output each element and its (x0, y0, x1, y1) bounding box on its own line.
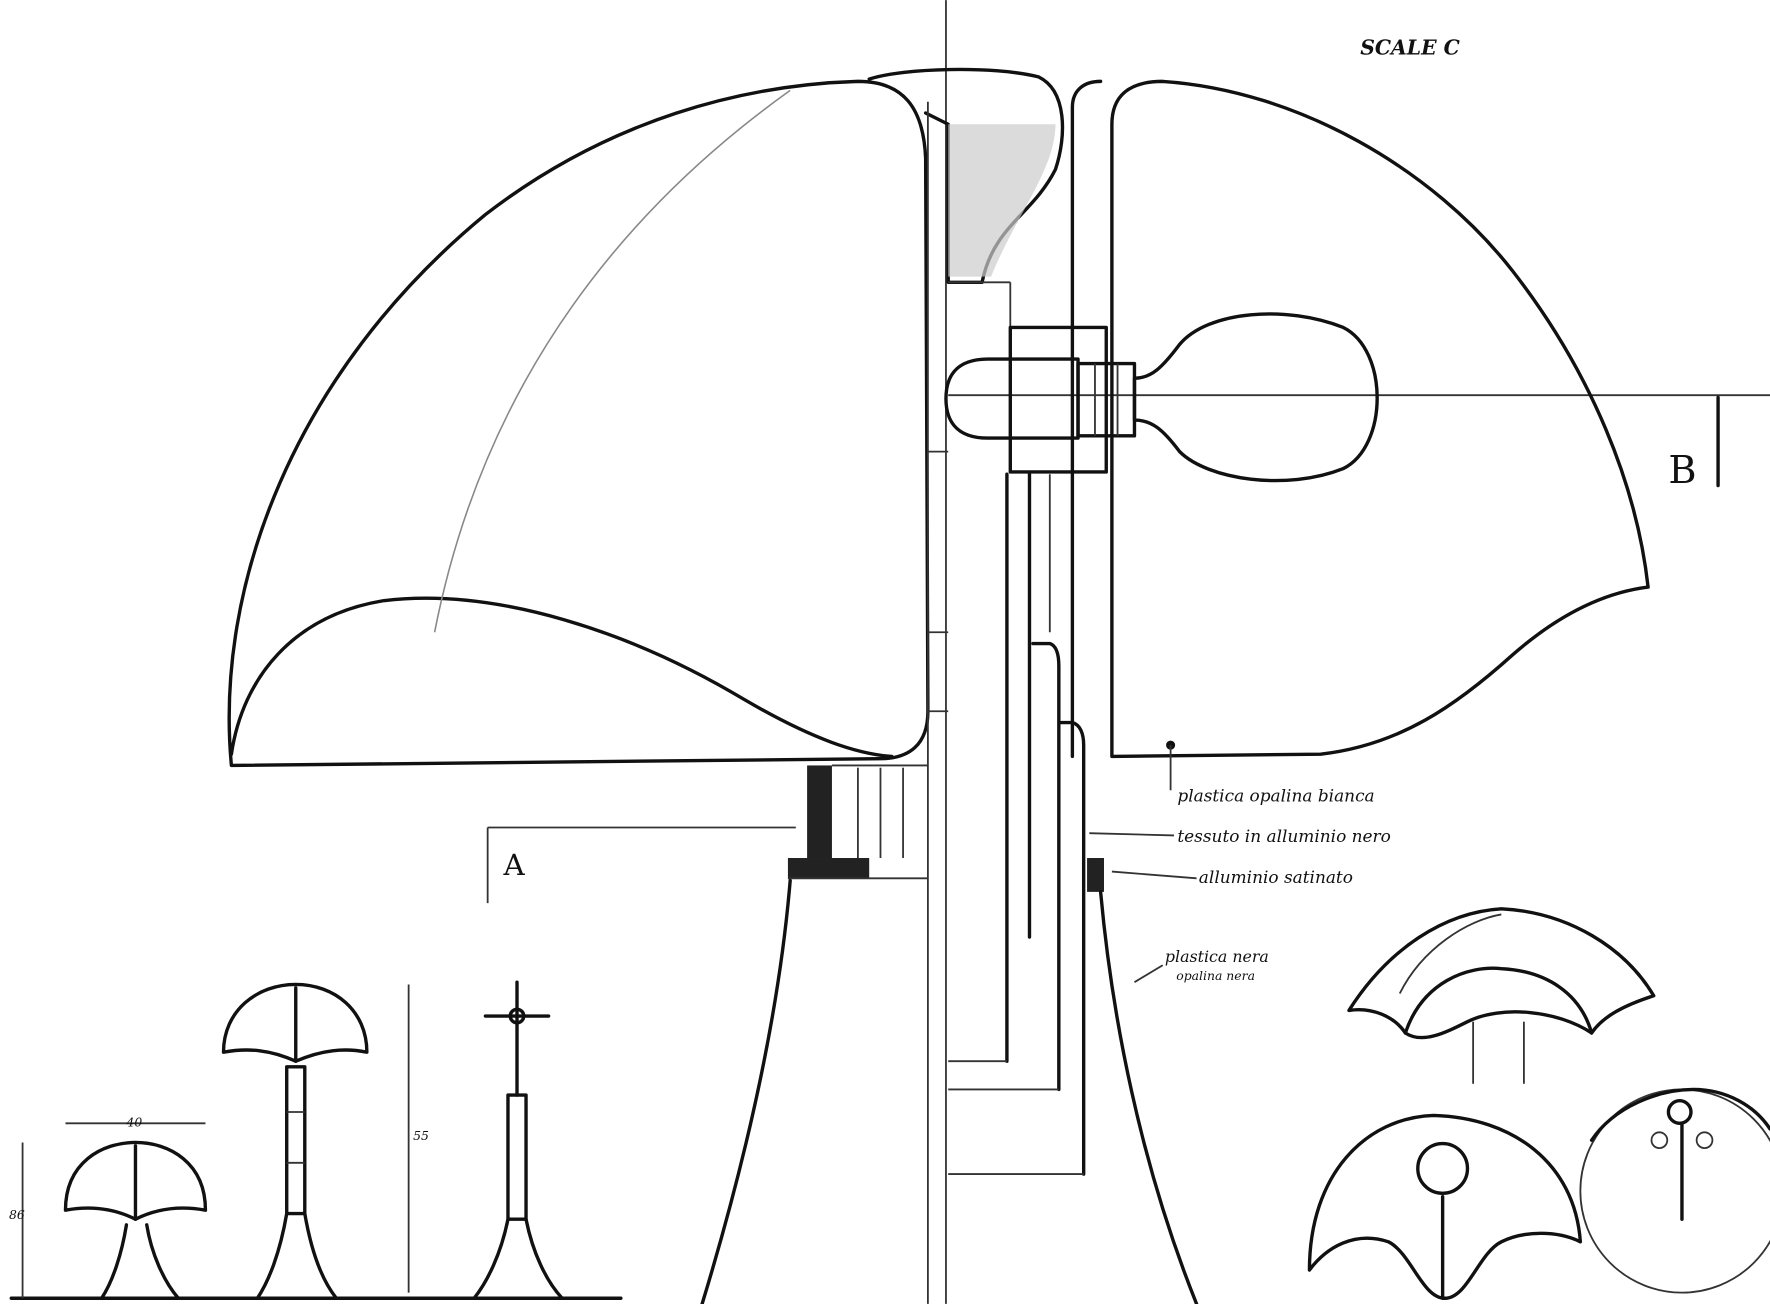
lamp-base (700, 878, 1199, 1304)
section-line-b (948, 394, 1770, 488)
top-cap (867, 67, 1065, 285)
annotation-1: plastica opalina bianca (1177, 786, 1374, 806)
small-lamp-low (21, 1122, 208, 1300)
scale-note: SCALE C (1360, 35, 1460, 59)
annotation-leaders (1089, 740, 1197, 983)
dimension-low-height: 86 (9, 1207, 25, 1222)
perspective-sketch-bottom-left (1307, 1113, 1583, 1300)
annotation-4: plastica nera (1165, 947, 1269, 966)
stem-tubes (926, 101, 1086, 1304)
dimension-tall-height: 55 (413, 1128, 429, 1143)
perspective-sketch-top (1347, 907, 1656, 1084)
annotation-3: alluminio satinato (1199, 867, 1353, 887)
right-shade (1070, 79, 1650, 759)
section-label-a: A (502, 848, 525, 882)
section-line-a (486, 826, 796, 904)
perspective-sketch-bottom-right (1579, 1087, 1770, 1294)
small-lamp-stem (472, 980, 564, 1300)
small-lamp-tall (221, 982, 410, 1300)
annotation-5: opalina nera (1176, 968, 1255, 983)
dimension-width: 40 (125, 1115, 142, 1130)
shade-coupling (787, 764, 1104, 892)
lamp-socket (944, 325, 1137, 474)
section-label-b: B (1668, 448, 1696, 493)
left-shade (227, 79, 930, 768)
annotation-2: tessuto in alluminio nero (1177, 826, 1390, 846)
light-bulb (1132, 312, 1379, 483)
